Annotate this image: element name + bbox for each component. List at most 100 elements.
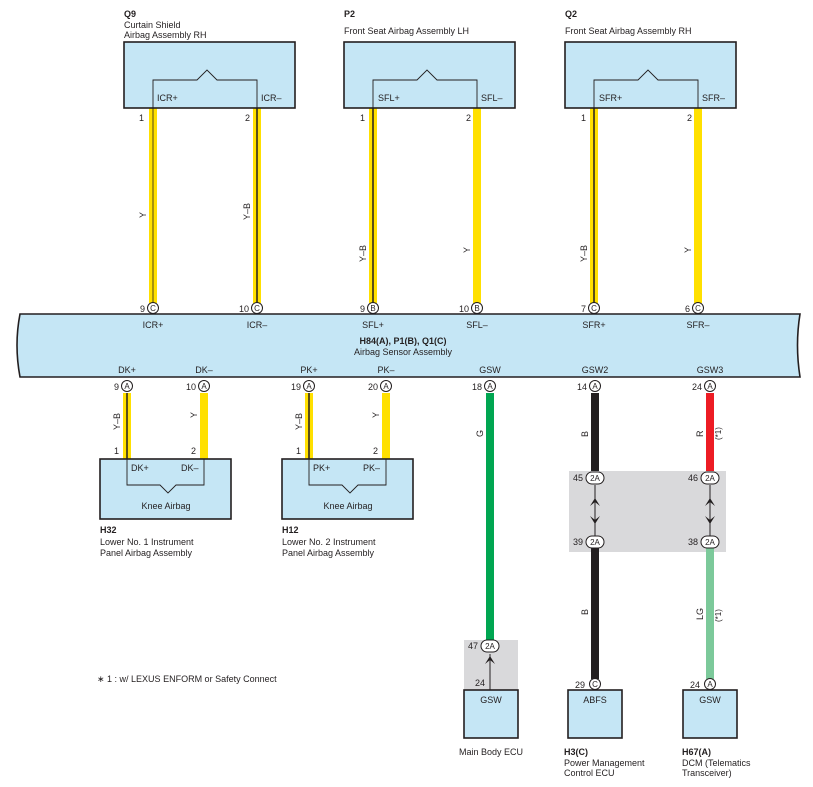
terminal-label: ICR+ xyxy=(157,93,178,103)
connector-letter: C xyxy=(592,680,598,689)
component-name-line2: Control ECU xyxy=(564,768,615,778)
wire-gsw xyxy=(486,393,494,640)
wire-color-label: Y–B xyxy=(112,413,122,430)
terminal-label: SFR– xyxy=(702,93,725,103)
pin-circle xyxy=(380,380,392,392)
pin-number: 39 xyxy=(573,537,583,547)
squib-symbol xyxy=(372,69,478,108)
footnote: ∗ 1 : w/ LEXUS ENFORM or Safety Connect xyxy=(97,674,277,684)
component-box xyxy=(343,41,516,109)
wire-color-label: Y xyxy=(371,412,381,418)
pin-number: 45 xyxy=(573,473,583,483)
pin-number: 24 xyxy=(690,680,700,690)
component-title: Knee Airbag xyxy=(141,501,190,511)
connector-letter: 2A xyxy=(590,538,600,547)
connector-letter: A xyxy=(487,382,493,391)
wire-color-label: Y xyxy=(462,247,472,253)
component-title: Knee Airbag xyxy=(323,501,372,511)
component-name: Curtain Shield xyxy=(124,20,181,30)
component-box xyxy=(281,458,414,520)
pin-number: 1 xyxy=(360,113,365,123)
terminal-label: GSW xyxy=(699,695,721,705)
note-reference: (*1) xyxy=(714,427,723,440)
component-box xyxy=(16,313,801,378)
pin-circle xyxy=(147,302,159,314)
wire-sfr-minus xyxy=(694,108,702,303)
component-box xyxy=(463,689,519,739)
wire-color-label: G xyxy=(475,430,485,437)
squib-symbol xyxy=(593,69,699,108)
pin-number: 1 xyxy=(139,113,144,123)
pin-number: 9 xyxy=(114,382,119,392)
connector-letter: B xyxy=(370,304,375,313)
connector-letter: 2A xyxy=(590,474,600,483)
pin-number: 24 xyxy=(692,382,702,392)
terminal-label: DK+ xyxy=(131,463,149,473)
pin-number: 18 xyxy=(472,382,482,392)
wire-color-label: B xyxy=(580,431,590,437)
component-q2: Q2 Front Seat Airbag Assembly RH SFR+ SF… xyxy=(564,9,737,109)
component-name: Power Management xyxy=(564,758,645,768)
terminal-label: PK+ xyxy=(300,365,317,375)
connector-letter: A xyxy=(383,382,389,391)
pin-number: 10 xyxy=(459,304,469,314)
connector-letter: A xyxy=(707,382,713,391)
pin-number: 29 xyxy=(575,680,585,690)
pin-circle xyxy=(121,380,133,392)
junction-pin xyxy=(480,639,500,653)
wire-color-label: Y–B xyxy=(358,245,368,262)
pin-circle xyxy=(704,380,716,392)
pin-number: 20 xyxy=(368,382,378,392)
terminal-label: ABFS xyxy=(583,695,607,705)
wire-color-label: Y–B xyxy=(294,413,304,430)
terminal-label: GSW xyxy=(479,365,501,375)
junction-pin xyxy=(700,471,720,485)
terminal-label: SFR– xyxy=(686,320,709,330)
connector-letter: A xyxy=(306,382,312,391)
pin-circle xyxy=(367,302,379,314)
terminal-label: ICR– xyxy=(247,320,268,330)
connector-letter: 2A xyxy=(485,642,495,651)
connector-letter: C xyxy=(254,304,260,313)
wire-gsw2-upper xyxy=(591,393,599,471)
component-name: DCM (Telematics xyxy=(682,758,751,768)
top-wires xyxy=(149,108,702,303)
connector-letter: A xyxy=(592,382,598,391)
connector-letter: B xyxy=(474,304,479,313)
main-connectors: H84(A), P1(B), Q1(C) xyxy=(359,336,446,346)
wire-gsw3-upper xyxy=(706,393,714,471)
pin-number: 24 xyxy=(475,678,485,688)
terminal-label: GSW2 xyxy=(582,365,609,375)
pin-number: 19 xyxy=(291,382,301,392)
pin-circle xyxy=(251,302,263,314)
pin-number: 1 xyxy=(114,446,119,456)
squib-symbol xyxy=(152,69,258,108)
connector-letter: A xyxy=(124,382,130,391)
wire-color-label: Y–B xyxy=(579,245,589,262)
top-wire-color-labels: Y Y–B Y–B Y Y–B Y xyxy=(138,203,693,262)
pin-number: 10 xyxy=(239,304,249,314)
junction-pin xyxy=(585,471,605,485)
component-code: H3(C) xyxy=(564,747,588,757)
component-h32: 1 2 DK+ DK– Knee Airbag H32 Lower No. 1 … xyxy=(99,446,232,558)
wire-dk-minus xyxy=(200,393,208,459)
component-box xyxy=(99,458,232,520)
component-code: Q9 xyxy=(124,9,136,19)
terminal-label: SFR+ xyxy=(582,320,605,330)
airbag-sensor-assembly: H84(A), P1(B), Q1(C) Airbag Sensor Assem… xyxy=(16,302,801,392)
connector-letter: 2A xyxy=(705,474,715,483)
bottom-wire-color-labels: Y–B Y Y–B Y G B B R (*1) LG (*1) xyxy=(112,412,723,622)
component-name-line2: Panel Airbag Assembly xyxy=(100,548,193,558)
knee-wires xyxy=(123,393,390,459)
component-box xyxy=(564,41,737,109)
component-code: H32 xyxy=(100,525,117,535)
connector-letter: C xyxy=(591,304,597,313)
main-name: Airbag Sensor Assembly xyxy=(354,347,453,357)
pin-number: 1 xyxy=(296,446,301,456)
wire-gsw2-lower xyxy=(591,548,599,679)
pin-number: 2 xyxy=(373,446,378,456)
main-body-ecu: 24 GSW Main Body ECU xyxy=(459,678,523,757)
component-name-line2: Airbag Assembly RH xyxy=(124,30,207,40)
pin-number: 2 xyxy=(245,113,250,123)
pin-number: 2 xyxy=(687,113,692,123)
